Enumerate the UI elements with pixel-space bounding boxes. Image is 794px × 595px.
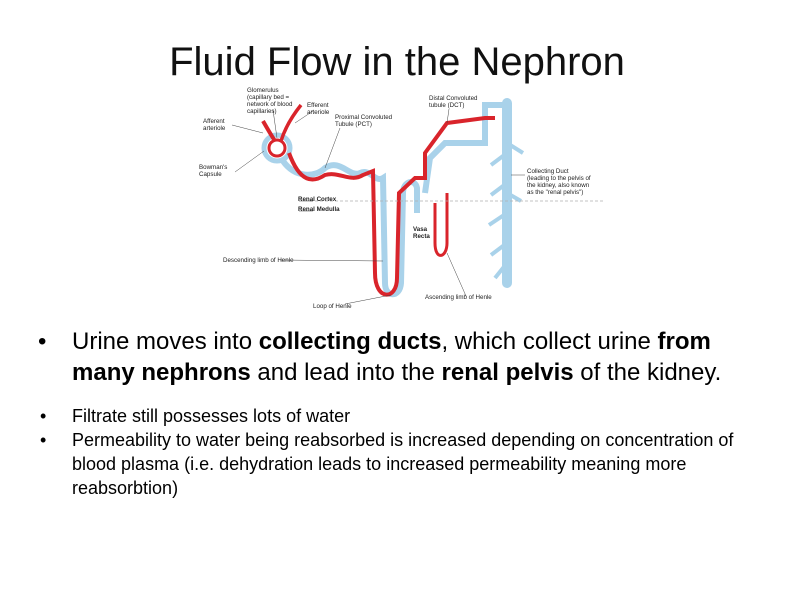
main-bullet-text-3: and lead into the: [251, 359, 442, 386]
main-bullet: • Urine moves into collecting ducts, whi…: [38, 326, 768, 388]
label-renal-medulla: Renal Medulla: [298, 206, 340, 213]
label-afferent: Afferent arteriole: [203, 118, 226, 132]
sub-bullet-permeability: • Permeability to water being reabsorbed…: [38, 428, 768, 500]
bullet-dot: •: [38, 326, 46, 357]
bullet-list: • Urine moves into collecting ducts, whi…: [38, 326, 768, 500]
bullet-dot: •: [40, 404, 46, 428]
main-bullet-bold-collecting-ducts: collecting ducts: [259, 328, 442, 355]
sub-bullet-text: Permeability to water being reabsorbed i…: [72, 430, 733, 498]
nephron-diagram: Glomerulus (capillary bed = network of b…: [185, 83, 615, 310]
label-efferent: Efferent arteriole: [307, 102, 330, 116]
efferent-arteriole: [281, 105, 301, 141]
main-bullet-text-1: Urine moves into: [72, 328, 259, 355]
main-bullet-bold-renal-pelvis: renal pelvis: [442, 359, 574, 386]
main-bullet-text-4: of the kidney.: [574, 359, 722, 386]
sub-bullet-text: Filtrate still possesses lots of water: [72, 406, 350, 426]
main-bullet-text-2: , which collect urine: [441, 328, 657, 355]
label-dct: Distal Convoluted tubule (DCT): [429, 95, 479, 109]
label-loop-of-henle: Loop of Henle: [313, 303, 352, 310]
nephron-illustration: Glomerulus (capillary bed = network of b…: [185, 83, 615, 310]
label-ascending-limb: Ascending limb of Henle: [425, 294, 492, 301]
label-leaders: [232, 109, 525, 304]
label-vasa-recta: Vasa Recta: [413, 226, 430, 240]
label-bowmans: Bowman's Capsule: [199, 164, 229, 178]
red-vessel-right: [435, 193, 447, 255]
glomerulus: [269, 140, 285, 156]
sub-bullet-filtrate: • Filtrate still possesses lots of water: [38, 404, 768, 428]
label-glomerulus: Glomerulus (capillary bed = network of b…: [247, 87, 294, 115]
slide-title: Fluid Flow in the Nephron: [0, 38, 794, 86]
label-descending-limb: Descending limb of Henle: [223, 257, 294, 264]
bullet-dot: •: [40, 428, 46, 452]
label-pct: Proximal Convoluted Tubule (PCT): [335, 114, 394, 128]
label-collecting-duct: Collecting Duct (leading to the pelvis o…: [527, 168, 592, 196]
label-renal-cortex: Renal Cortex: [298, 196, 337, 203]
